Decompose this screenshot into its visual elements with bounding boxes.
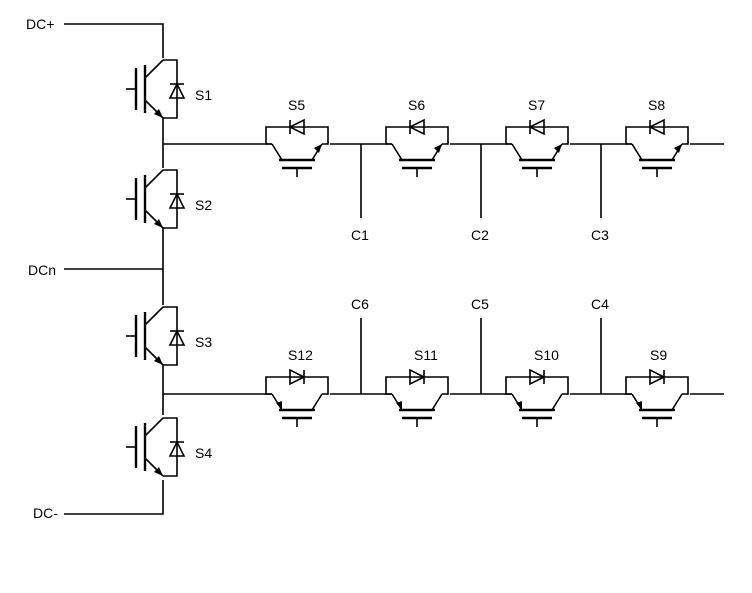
igbt-with-antiparallel-diode-icon bbox=[265, 118, 329, 177]
switch-s7: S7 bbox=[505, 97, 569, 177]
switch-s1: S1 bbox=[126, 59, 212, 119]
switch-s10: S10 bbox=[505, 347, 569, 427]
switch-s2: S2 bbox=[126, 169, 212, 229]
switch-label: S10 bbox=[534, 347, 559, 363]
node-label-c2: C2 bbox=[471, 227, 489, 243]
switch-label: S11 bbox=[414, 347, 438, 363]
rail-dc-minus: DC- bbox=[33, 480, 164, 521]
igbt-with-antiparallel-diode-icon bbox=[126, 417, 186, 477]
switch-label: S2 bbox=[195, 197, 212, 213]
switch-s3: S3 bbox=[126, 306, 212, 366]
switch-label: S7 bbox=[528, 97, 545, 113]
node-label-c4: C4 bbox=[591, 296, 609, 312]
switch-label: S3 bbox=[195, 334, 212, 350]
switch-s12: S12 bbox=[265, 347, 329, 427]
igbt-with-antiparallel-diode-icon bbox=[625, 368, 689, 427]
igbt-with-antiparallel-diode-icon bbox=[385, 118, 449, 177]
switch-label: S4 bbox=[195, 445, 212, 461]
node-label-c5: C5 bbox=[471, 296, 489, 312]
bottom-node-taps bbox=[360, 318, 602, 394]
node-label-c1: C1 bbox=[351, 227, 369, 243]
switch-label: S12 bbox=[288, 347, 313, 363]
switch-s8: S8 bbox=[625, 97, 689, 177]
igbt-with-antiparallel-diode-icon bbox=[505, 118, 569, 177]
rail-dc-n: DCn bbox=[28, 262, 163, 278]
switch-label: S1 bbox=[195, 87, 212, 103]
switch-label: S8 bbox=[648, 97, 665, 113]
switch-s11: S11 bbox=[385, 347, 449, 427]
igbt-with-antiparallel-diode-icon bbox=[385, 368, 449, 427]
igbt-with-antiparallel-diode-icon bbox=[126, 306, 186, 366]
switch-s5: S5 bbox=[265, 97, 329, 177]
switch-label: S5 bbox=[288, 97, 305, 113]
igbt-with-antiparallel-diode-icon bbox=[126, 169, 186, 229]
igbt-with-antiparallel-diode-icon bbox=[126, 59, 186, 119]
top-node-taps bbox=[360, 144, 602, 218]
node-label-c3: C3 bbox=[591, 227, 609, 243]
rail-dc-plus: DC+ bbox=[26, 16, 164, 58]
igbt-with-antiparallel-diode-icon bbox=[505, 368, 569, 427]
igbt-with-antiparallel-diode-icon bbox=[625, 118, 689, 177]
dc-plus-label: DC+ bbox=[26, 16, 54, 32]
igbt-with-antiparallel-diode-icon bbox=[265, 368, 329, 427]
switch-label: S9 bbox=[650, 347, 667, 363]
switch-s4: S4 bbox=[126, 417, 212, 477]
dc-minus-label: DC- bbox=[33, 505, 58, 521]
switch-label: S6 bbox=[408, 97, 425, 113]
switch-s9: S9 bbox=[625, 347, 689, 427]
switch-s6: S6 bbox=[385, 97, 449, 177]
dc-n-label: DCn bbox=[28, 262, 56, 278]
node-label-c6: C6 bbox=[351, 296, 369, 312]
